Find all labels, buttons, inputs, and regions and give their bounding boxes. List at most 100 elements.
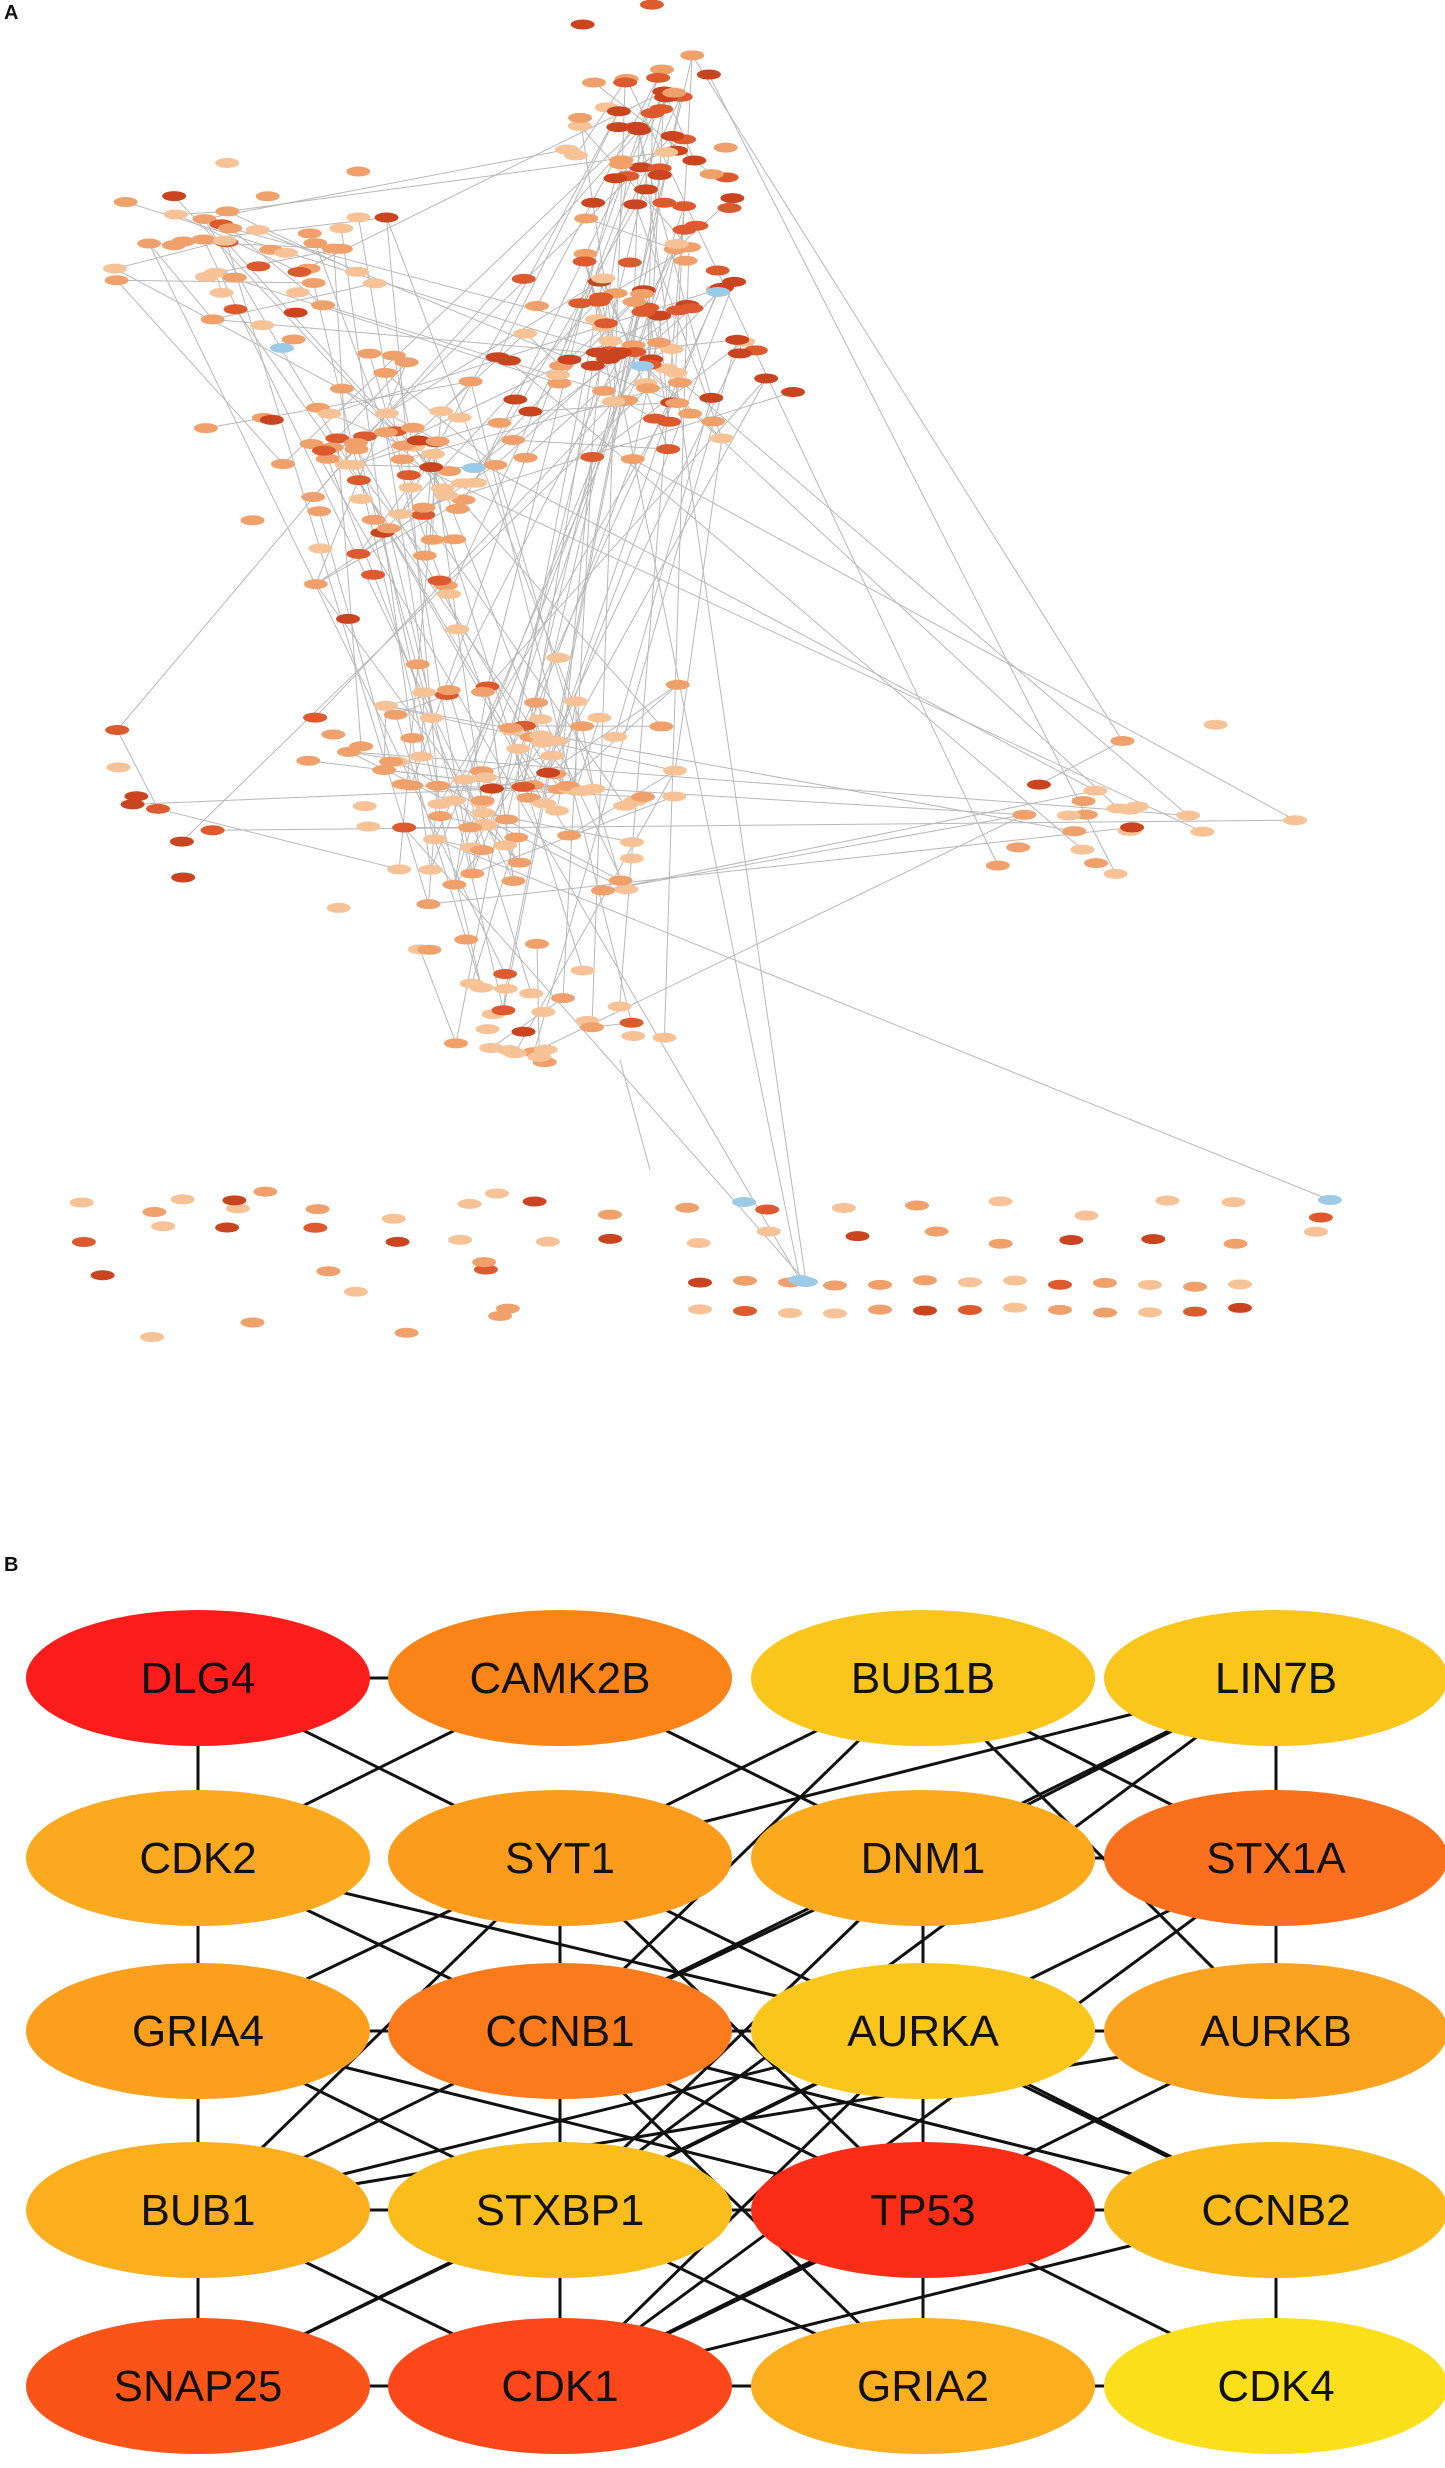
ppi-node: [913, 1305, 937, 1316]
ppi-node: [329, 223, 354, 234]
ppi-node: [1138, 1307, 1162, 1318]
hub-node-label: BUB1: [141, 2186, 256, 2235]
ppi-edge: [226, 242, 429, 905]
ppi-node: [699, 169, 724, 180]
ppi-edge: [313, 282, 483, 988]
hub-node-cdk1: CDK1: [388, 2318, 732, 2454]
ppi-node: [581, 197, 606, 208]
ppi-edge: [632, 243, 678, 460]
ppi-node: [383, 709, 408, 720]
ppi-node: [163, 209, 188, 220]
ppi-node: [614, 884, 639, 895]
ppi-node: [1062, 826, 1087, 837]
hub-node-tp53: TP53: [751, 2142, 1095, 2278]
ppi-node: [585, 347, 610, 358]
ppi-node: [307, 506, 332, 517]
ppi-node: [484, 1188, 509, 1199]
ppi-node: [574, 213, 599, 224]
hub-node-ellipse: [388, 1610, 732, 1746]
ppi-node: [416, 899, 441, 910]
ppi-node: [1221, 1197, 1246, 1208]
ppi-node: [606, 122, 631, 133]
ppi-node: [686, 1238, 711, 1249]
ppi-edge: [314, 242, 484, 693]
ppi-edge: [547, 378, 767, 773]
ppi-edge: [116, 436, 366, 731]
ppi-node: [544, 736, 569, 747]
hub-node-label: CDK2: [139, 1834, 256, 1883]
hub-node-ellipse: [388, 2142, 732, 2278]
ppi-edge: [482, 378, 767, 693]
ppi-node: [169, 836, 194, 847]
hub-node-label: CCNB2: [1201, 2186, 1350, 2235]
ppi-node: [727, 348, 752, 359]
ppi-node: [1183, 1281, 1207, 1292]
ppi-edge: [410, 77, 659, 786]
ppi-node: [473, 1264, 498, 1275]
ppi-edge: [422, 514, 626, 807]
ppi-node: [428, 811, 453, 822]
ppi-node: [1003, 1302, 1027, 1313]
hub-node-label: SNAP25: [114, 2362, 283, 2411]
ppi-node: [699, 392, 724, 403]
ppi-node: [105, 725, 130, 736]
ppi-node: [650, 64, 675, 75]
full-ppi-network: [69, 0, 1342, 1342]
ppi-edge: [340, 228, 432, 870]
ppi-node: [570, 721, 595, 732]
ppi-node: [656, 444, 681, 455]
ppi-node: [493, 983, 518, 994]
ppi-edge: [116, 729, 159, 810]
ppi-edge: [530, 401, 673, 412]
hub-node-stx1a: STX1A: [1104, 1790, 1445, 1926]
ppi-node: [281, 334, 306, 345]
ppi-node: [639, 0, 664, 10]
ppi-node: [1283, 815, 1308, 826]
ppi-edge: [614, 397, 712, 738]
ppi-node: [1120, 822, 1145, 833]
hub-node-label: AURKA: [847, 2007, 999, 2056]
ppi-node: [305, 1204, 330, 1215]
ppi-node: [346, 212, 371, 223]
ppi-node: [598, 335, 623, 346]
ppi-node: [311, 300, 336, 311]
hub-node-ccnb2: CCNB2: [1104, 2142, 1445, 2278]
ppi-edge: [327, 458, 483, 851]
ppi-node: [442, 795, 467, 806]
ppi-node: [448, 1234, 473, 1245]
ppi-node: [507, 857, 532, 868]
ppi-node: [536, 767, 561, 778]
ppi-edge: [528, 755, 553, 798]
ppi-node: [623, 199, 648, 210]
ppi-node: [394, 1327, 419, 1338]
ppi-node: [564, 696, 589, 707]
ppi-node: [732, 1197, 756, 1207]
ppi-node: [617, 257, 642, 268]
ppi-node: [209, 287, 234, 298]
ppi-node: [613, 77, 638, 88]
ppi-edge: [148, 243, 506, 975]
ppi-node: [344, 444, 369, 455]
hub-node-bub1b: BUB1B: [751, 1610, 1095, 1746]
ppi-node: [303, 238, 328, 249]
ppi-node: [412, 550, 437, 561]
hub-node-ellipse: [1104, 1790, 1445, 1926]
ppi-node: [357, 348, 382, 359]
ppi-node: [516, 792, 541, 803]
ppi-node: [411, 509, 436, 520]
ppi-node: [409, 751, 434, 762]
ppi-node: [240, 515, 265, 526]
ppi-edge: [448, 96, 682, 595]
ppi-node: [1138, 1279, 1162, 1290]
ppi-node: [540, 750, 565, 761]
ppi-node: [608, 159, 633, 170]
ppi-node: [662, 791, 687, 802]
ppi-node: [528, 714, 553, 725]
ppi-edge: [557, 91, 665, 376]
ppi-node: [417, 944, 442, 955]
ppi-node: [191, 234, 216, 245]
ppi-edge: [157, 808, 400, 870]
ppi-node: [1093, 1277, 1117, 1288]
ppi-node: [392, 822, 417, 833]
ppi-node: [1012, 809, 1037, 820]
